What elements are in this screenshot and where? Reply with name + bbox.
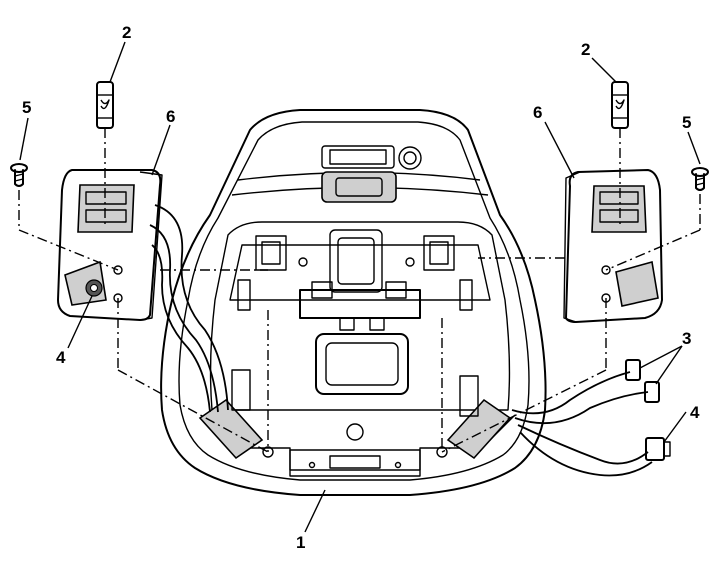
callout-2-right: 2 xyxy=(581,40,590,59)
callout-1: 1 xyxy=(296,533,305,552)
callout-2-left: 2 xyxy=(122,23,131,42)
callout-6-right: 6 xyxy=(533,103,542,122)
leader-lines xyxy=(19,41,701,533)
callout-4-right: 4 xyxy=(690,403,700,422)
right-screw xyxy=(691,167,709,191)
left-screw xyxy=(10,163,28,187)
wiring-harness xyxy=(149,204,653,477)
callout-3: 3 xyxy=(682,329,691,348)
callout-4-left: 4 xyxy=(56,348,66,367)
left-bulb xyxy=(96,81,114,129)
right-lamp-unit xyxy=(563,169,663,323)
left-lamp-unit xyxy=(57,169,163,321)
callout-5-left: 5 xyxy=(22,98,31,117)
right-bulb xyxy=(611,81,629,129)
console-housing xyxy=(160,109,547,496)
callout-labels: 2 2 5 5 6 6 4 4 3 1 xyxy=(22,23,700,552)
assembly-lines xyxy=(18,128,701,453)
callout-5-right: 5 xyxy=(682,113,691,132)
callout-6-left: 6 xyxy=(166,107,175,126)
connectors xyxy=(625,359,671,461)
